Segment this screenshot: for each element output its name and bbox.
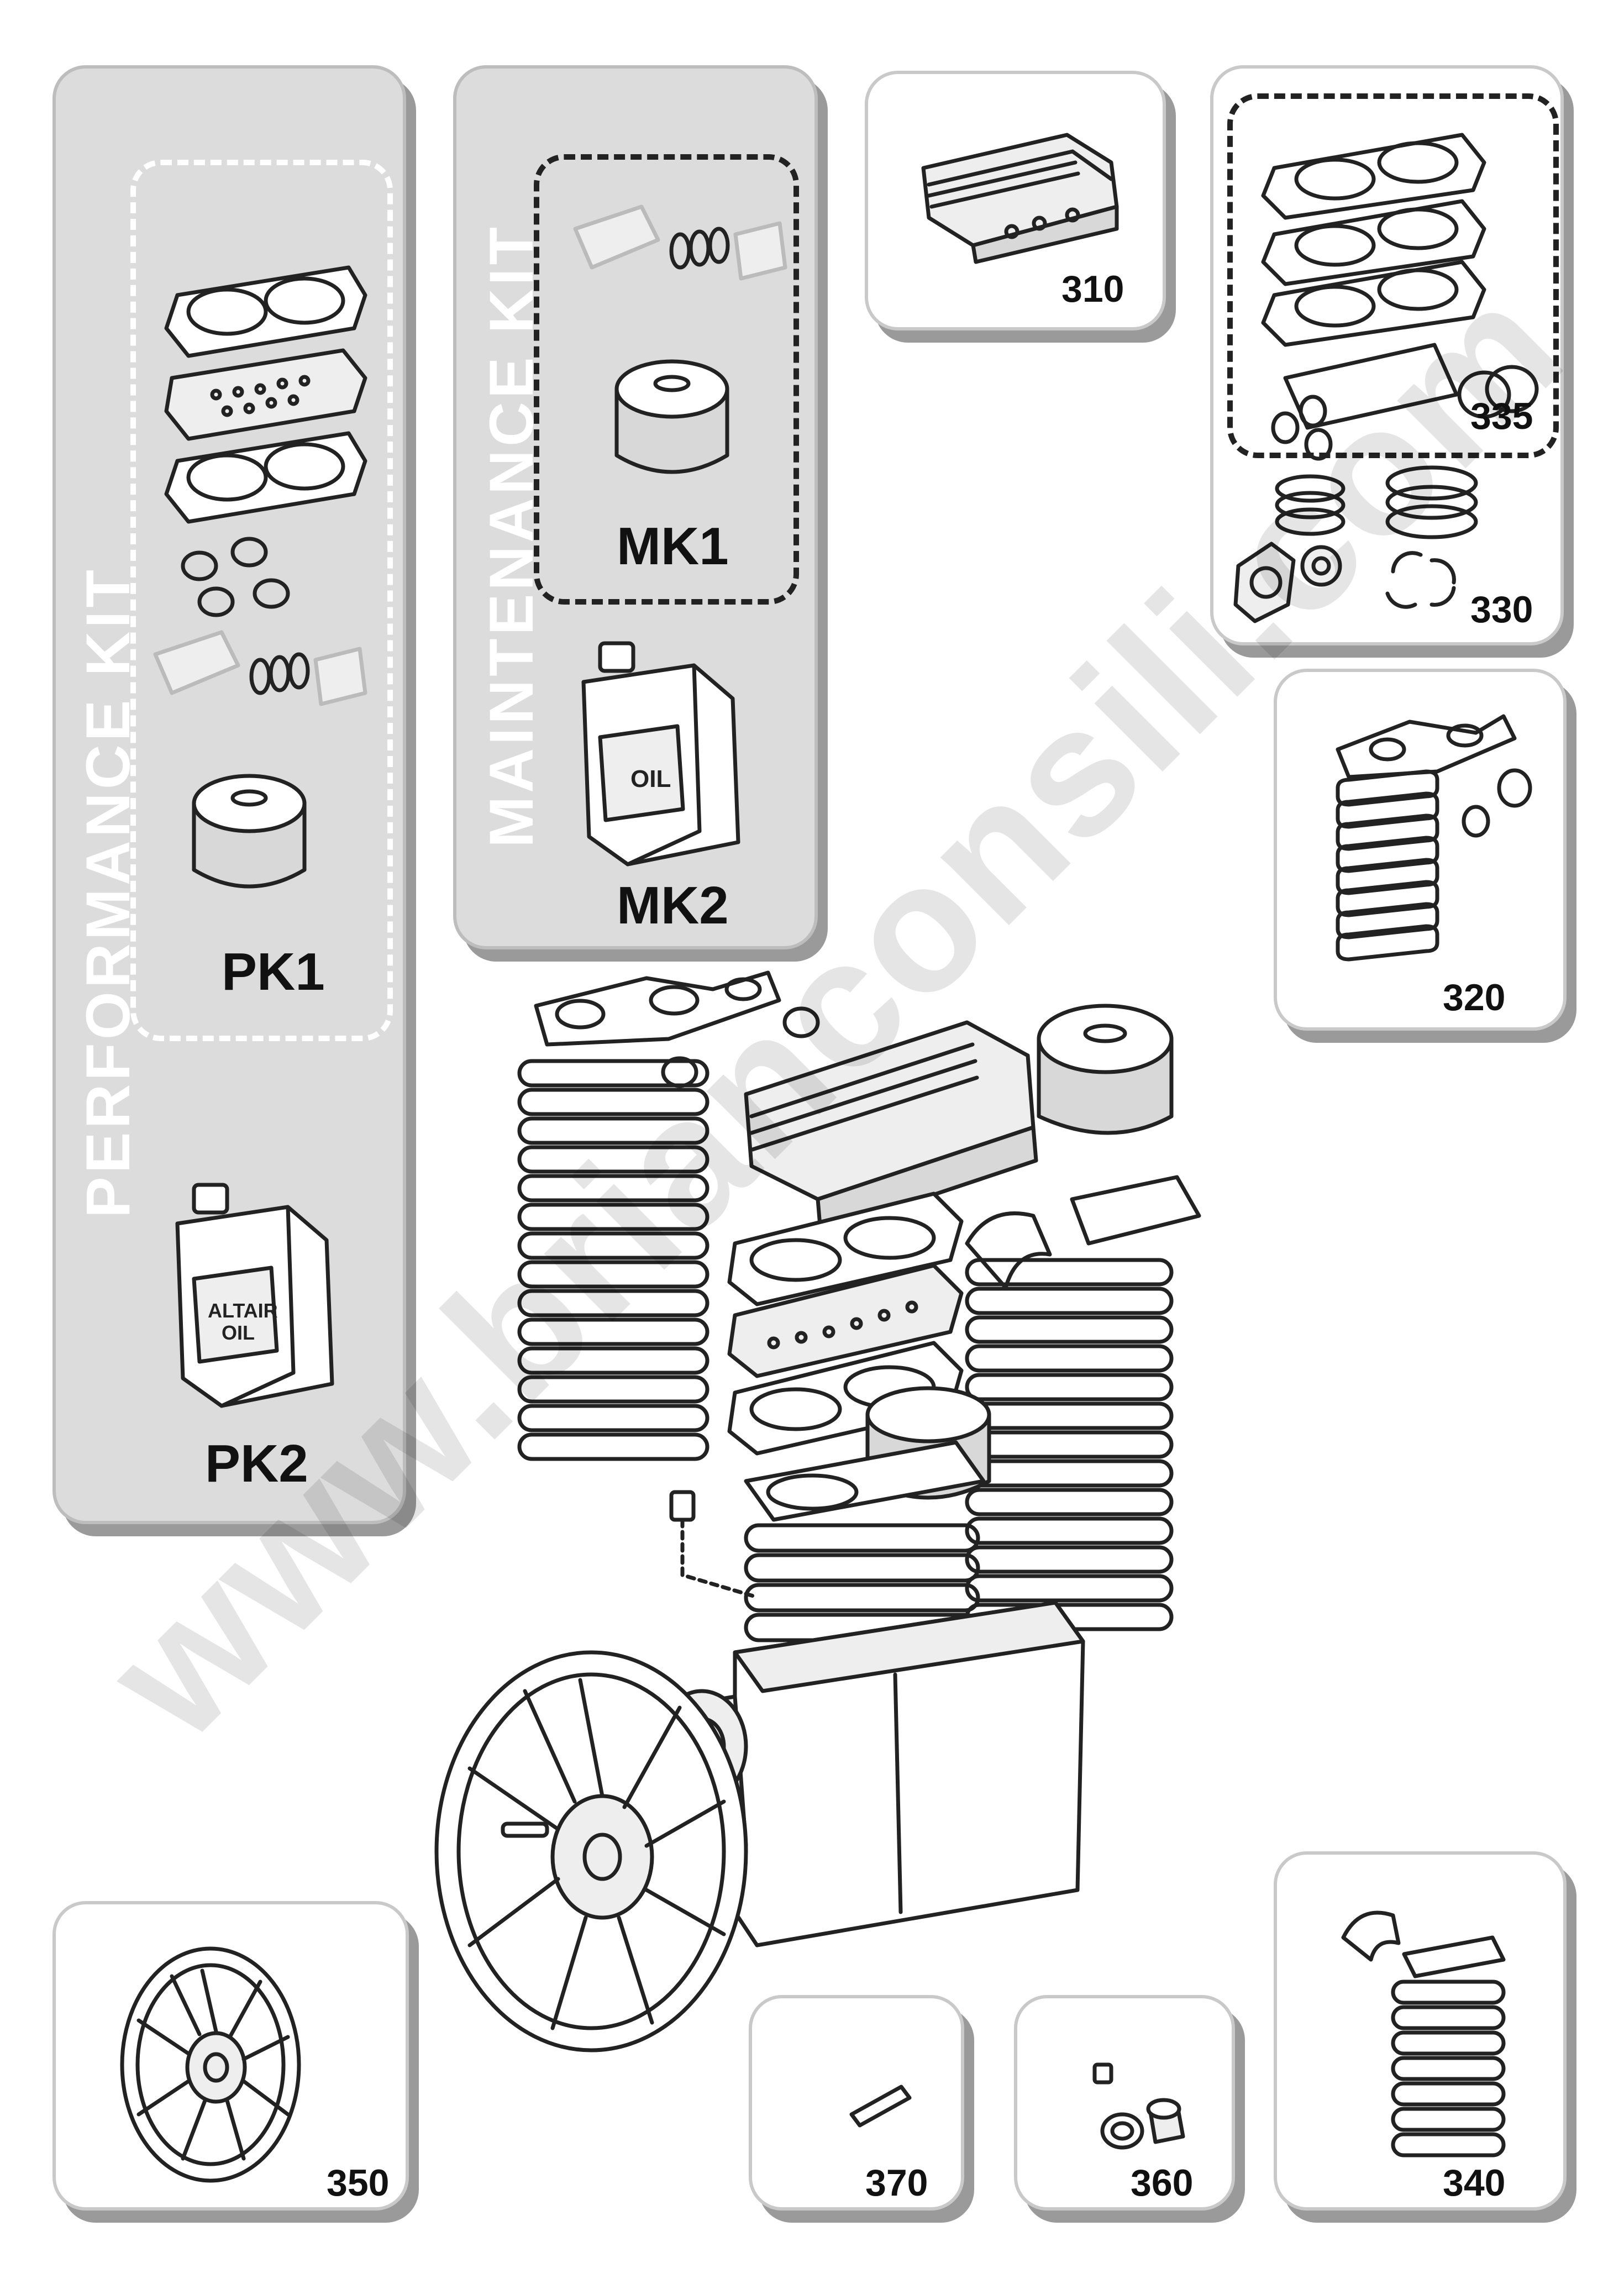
- mk1-dashed-group: [534, 154, 799, 605]
- part-code-350: 350: [327, 2162, 390, 2204]
- svg-text:ALTAIR: ALTAIR: [208, 1299, 278, 1322]
- piston-rings-bearings-icon: [1233, 465, 1478, 623]
- part-card-370: 370: [749, 1995, 964, 2211]
- maintenance-kit-panel: MAINTENANCE KIT MK1 OIL MK2: [453, 65, 818, 949]
- pk2-oil-can-icon: ALTAIR OIL: [175, 1183, 334, 1408]
- pk1-dashed-group: [130, 160, 393, 1041]
- mk1-valve-parts-icon: [573, 204, 787, 281]
- pk1-air-filter-icon: [192, 774, 307, 889]
- mk2-oil-can-icon: OIL: [581, 641, 740, 867]
- part-card-310: 310: [865, 71, 1166, 330]
- cylinder-with-manifold-icon: [1341, 1910, 1506, 2157]
- pk2-label: PK2: [205, 1434, 308, 1493]
- part-card-350: 350: [52, 1901, 409, 2211]
- cylinder-head-icon: [921, 133, 1119, 264]
- pk1-valve-parts-icon: [153, 630, 367, 706]
- performance-kit-title: PERFORMANCE KIT: [73, 566, 143, 1218]
- gasket-set-icon: [1261, 133, 1539, 461]
- part-code-330: 330: [1470, 589, 1533, 631]
- performance-kit-panel: PERFORMANCE KIT PK1 ALTAIR OIL PK2: [52, 65, 406, 1524]
- pk1-gasket-set-icon: [164, 265, 367, 617]
- mk2-oil-text: OIL: [630, 765, 671, 792]
- part-code-335: 335: [1470, 395, 1533, 437]
- part-code-310: 310: [1061, 268, 1124, 310]
- part-card-335-330: 335 330: [1210, 65, 1564, 645]
- part-card-340: 340: [1274, 1851, 1567, 2211]
- cylinder-fins-icon: [1336, 714, 1532, 962]
- part-code-320: 320: [1443, 977, 1506, 1019]
- drain-plug-icon: [1092, 2062, 1185, 2150]
- part-code-340: 340: [1443, 2162, 1506, 2204]
- left-cylinder-fins: [517, 1059, 709, 1461]
- mk2-label: MK2: [617, 876, 729, 935]
- maintenance-kit-title: MAINTENANCE KIT: [477, 223, 546, 848]
- flywheel-icon: [120, 1946, 301, 2183]
- part-card-320: 320: [1274, 669, 1567, 1031]
- part-code-370: 370: [865, 2162, 928, 2204]
- mk1-air-filter-icon: [614, 359, 729, 474]
- part-code-360: 360: [1131, 2162, 1194, 2204]
- gasket-set-335-dashed-group: [1227, 93, 1559, 458]
- right-cylinder-fins: [965, 1258, 1174, 1631]
- mk1-label: MK1: [617, 517, 729, 576]
- part-card-360: 360: [1014, 1995, 1235, 2211]
- svg-text:OIL: OIL: [222, 1321, 255, 1344]
- pk1-label: PK1: [222, 942, 325, 1001]
- compressor-exploded-view: [434, 970, 1201, 2052]
- pin-icon: [849, 2085, 912, 2128]
- flywheel-spokes: [467, 1678, 726, 2030]
